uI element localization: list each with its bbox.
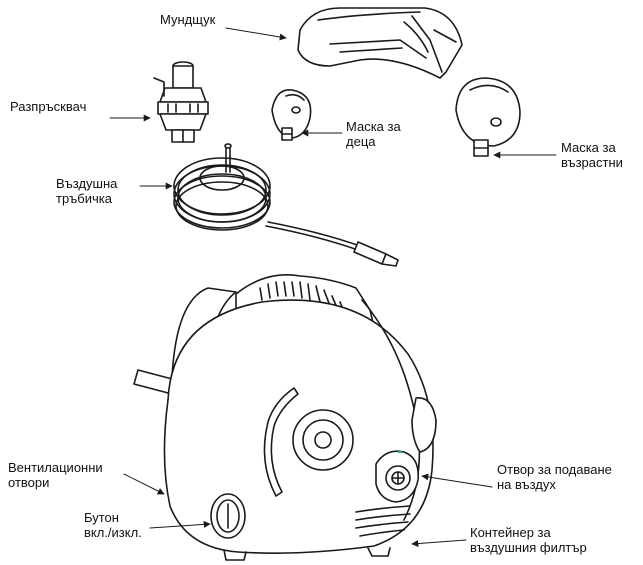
label-child-mask-line-2: деца [346,134,401,149]
label-power-button-line-2: вкл./изкл. [84,525,142,540]
label-vents: Вентилационни отвори [8,460,103,490]
label-mouthpiece-text: Мундщук [160,12,215,27]
label-filter-container-line-1: Контейнер за [470,525,587,540]
label-nebulizer: Разпръсквач [10,99,86,114]
label-child-mask: Маска за деца [346,119,401,149]
label-adult-mask: Маска за възрастни [561,140,623,170]
label-filter-container-line-2: въздушния филтър [470,540,587,555]
label-air-outlet-line-2: на въздух [497,477,612,492]
label-air-outlet-line-1: Отвор за подаване [497,462,612,477]
label-adult-mask-line-2: възрастни [561,155,623,170]
label-filter-container: Контейнер за въздушния филтър [470,525,587,555]
mouthpiece-illustration [298,8,462,78]
label-air-tube-line-2: тръбичка [56,191,117,206]
label-power-button: Бутон вкл./изкл. [84,510,142,540]
compressor-illustration [134,275,436,560]
label-air-tube-line-1: Въздушна [56,176,117,191]
air-tube-illustration [174,144,398,266]
label-air-tube: Въздушна тръбичка [56,176,117,206]
label-adult-mask-line-1: Маска за [561,140,623,155]
label-mouthpiece: Мундщук [160,12,215,27]
label-air-outlet: Отвор за подаване на въздух [497,462,612,492]
label-power-button-line-1: Бутон [84,510,142,525]
child-mask-illustration [272,90,311,140]
label-nebulizer-text: Разпръсквач [10,99,86,114]
nebulizer-illustration [154,62,208,142]
label-child-mask-line-1: Маска за [346,119,401,134]
adult-mask-illustration [456,78,520,156]
label-vents-line-2: отвори [8,475,103,490]
label-vents-line-1: Вентилационни [8,460,103,475]
